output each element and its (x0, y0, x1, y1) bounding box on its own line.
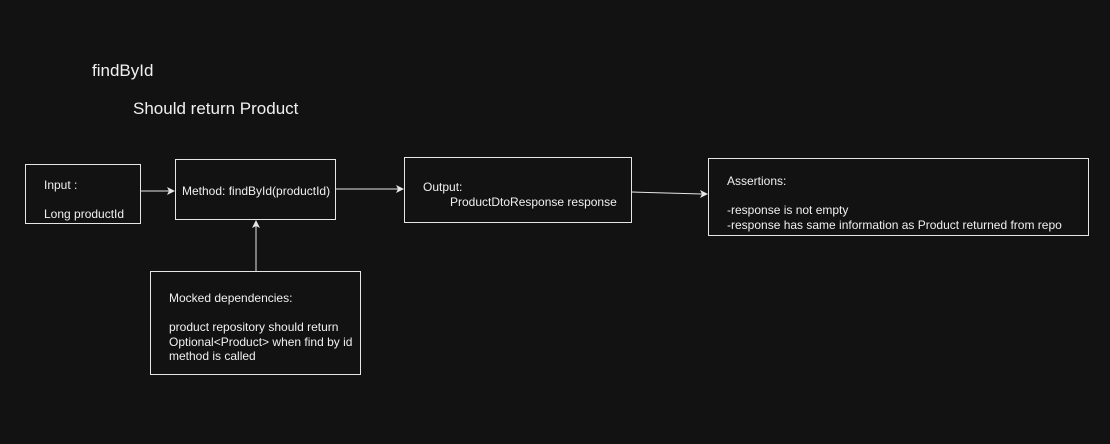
mocks-heading: Mocked dependencies: (169, 291, 293, 305)
output-value: ProductDtoResponse response (450, 194, 617, 209)
mocks-line: Optional<Product> when find by id (169, 334, 353, 349)
method-label: Method: findById(productId) (182, 184, 331, 198)
method-box[interactable]: Method: findById(productId) (175, 159, 336, 220)
arrowhead-output-to-assertions (700, 190, 708, 198)
assertion-item: -response is not empty (727, 203, 849, 217)
diagram-title: findById (92, 61, 154, 80)
arrowhead-method-to-output (396, 185, 404, 193)
output-box[interactable]: Output: ProductDtoResponse response (404, 157, 632, 223)
arrowhead-input-to-method (167, 187, 175, 195)
input-heading: Input : (44, 178, 78, 192)
mocked-dependencies-box[interactable]: Mocked dependencies: product repository … (150, 271, 361, 375)
output-heading: Output: (423, 180, 463, 194)
assertion-item: -response has same information as Produc… (727, 217, 1062, 232)
diagram-subtitle: Should return Product (133, 99, 299, 118)
arrowhead-mocks-to-method (252, 220, 260, 228)
mocks-spacer (169, 306, 360, 321)
mocks-line: product repository should return (169, 320, 339, 334)
assertions-box[interactable]: Assertions: -response is not empty -resp… (708, 158, 1089, 236)
mocks-line: method is called (169, 349, 256, 363)
input-box[interactable]: Input : Long productId (25, 164, 141, 224)
assertions-heading: Assertions: (727, 174, 787, 188)
connector-output-to-assertions (631, 191, 703, 195)
input-spacer (44, 193, 140, 208)
assertions-spacer (727, 189, 1088, 204)
input-param: Long productId (44, 207, 125, 221)
